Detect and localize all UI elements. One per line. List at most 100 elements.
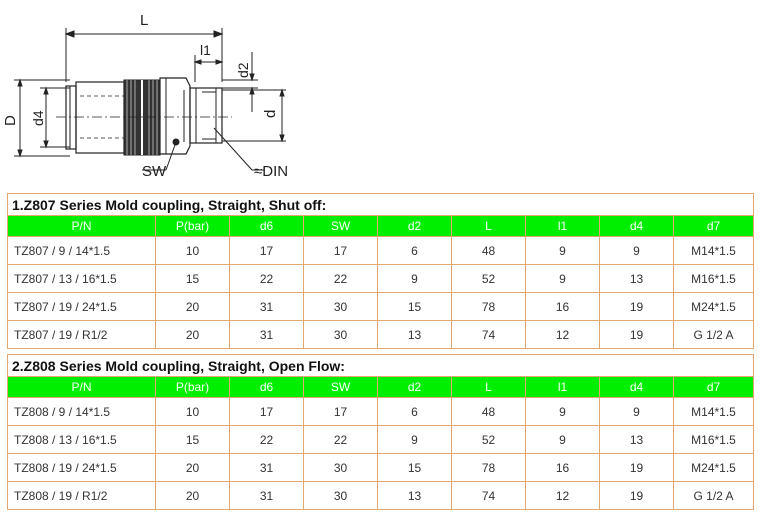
col-header-d2: d2 — [377, 215, 452, 237]
cell-d6: 22 — [229, 425, 304, 454]
cell-pn: TZ808 / 19 / 24*1.5 — [7, 453, 156, 482]
cell-d2: 9 — [377, 425, 452, 454]
dim-L-label: L — [140, 12, 148, 29]
cell-pbar: 20 — [155, 292, 230, 321]
cell-pn: TZ807 / 19 / 24*1.5 — [7, 292, 156, 321]
table-row: TZ808 / 19 / R1/2 20 31 30 13 74 12 19 G… — [7, 481, 755, 510]
cell-d4: 19 — [599, 320, 674, 349]
cell-d6: 31 — [229, 292, 304, 321]
cell-d7: M14*1.5 — [672, 236, 755, 265]
col-header-l1: l1 — [525, 215, 600, 237]
z808-table-title: 2.Z808 Series Mold coupling, Straight, O… — [6, 354, 755, 377]
cell-d4: 19 — [599, 292, 674, 321]
cell-d2: 13 — [377, 320, 452, 349]
col-header-pn: P/N — [7, 215, 156, 237]
z807-table-title: 1.Z807 Series Mold coupling, Straight, S… — [6, 193, 755, 216]
cell-pn: TZ807 / 9 / 14*1.5 — [7, 236, 156, 265]
col-header-sw: SW — [303, 376, 378, 398]
coupling-technical-drawing: L l1 d2 D d4 d SW ≈DIN — [2, 12, 288, 180]
col-header-pn: P/N — [7, 376, 156, 398]
cell-sw: 22 — [303, 425, 378, 454]
table-header-row: P/N P(bar) d6 SW d2 L l1 d4 d7 — [7, 376, 755, 398]
cell-l: 48 — [451, 236, 526, 265]
cell-pbar: 20 — [155, 453, 230, 482]
cell-d7: M16*1.5 — [672, 264, 755, 293]
col-header-pbar: P(bar) — [155, 376, 230, 398]
cell-d7: M24*1.5 — [672, 453, 755, 482]
table-row: TZ808 / 9 / 14*1.5 10 17 17 6 48 9 9 M14… — [7, 397, 755, 426]
cell-d2: 6 — [377, 236, 452, 265]
table-row: TZ807 / 19 / 24*1.5 20 31 30 15 78 16 19… — [7, 292, 755, 321]
table-row: TZ808 / 13 / 16*1.5 15 22 22 9 52 9 13 M… — [7, 425, 755, 454]
cell-l1: 9 — [525, 397, 600, 426]
table-row: TZ807 / 9 / 14*1.5 10 17 17 6 48 9 9 M14… — [7, 236, 755, 265]
cell-sw: 17 — [303, 236, 378, 265]
cell-pn: TZ808 / 13 / 16*1.5 — [7, 425, 156, 454]
table-title-row: 1.Z807 Series Mold coupling, Straight, S… — [6, 193, 755, 216]
dim-DIN-label: ≈DIN — [254, 163, 288, 180]
cell-l: 78 — [451, 453, 526, 482]
cell-d4: 9 — [599, 236, 674, 265]
cell-d2: 15 — [377, 292, 452, 321]
cell-l: 74 — [451, 481, 526, 510]
col-header-l: L — [451, 376, 526, 398]
table-row: TZ808 / 19 / 24*1.5 20 31 30 15 78 16 19… — [7, 453, 755, 482]
col-header-l: L — [451, 215, 526, 237]
cell-d6: 17 — [229, 236, 304, 265]
cell-d2: 15 — [377, 453, 452, 482]
dim-d4-label: d4 — [30, 110, 46, 126]
cell-d6: 31 — [229, 453, 304, 482]
cell-l1: 9 — [525, 264, 600, 293]
cell-pn: TZ808 / 19 / R1/2 — [7, 481, 156, 510]
cell-d6: 31 — [229, 481, 304, 510]
z808-spec-table: 2.Z808 Series Mold coupling, Straight, O… — [6, 354, 755, 510]
cell-d7: G 1/2 A — [672, 320, 755, 349]
cell-d7: M16*1.5 — [672, 425, 755, 454]
z807-spec-table: 1.Z807 Series Mold coupling, Straight, S… — [6, 193, 755, 349]
dim-d-label: d — [262, 110, 279, 118]
cell-sw: 30 — [303, 453, 378, 482]
cell-d6: 17 — [229, 397, 304, 426]
cell-pbar: 10 — [155, 397, 230, 426]
dim-l1-label: l1 — [200, 42, 211, 58]
cell-pbar: 20 — [155, 481, 230, 510]
table-row: TZ807 / 19 / R1/2 20 31 30 13 74 12 19 G… — [7, 320, 755, 349]
cell-sw: 30 — [303, 481, 378, 510]
cell-l1: 12 — [525, 481, 600, 510]
cell-l1: 16 — [525, 292, 600, 321]
cell-d7: M14*1.5 — [672, 397, 755, 426]
col-header-pbar: P(bar) — [155, 215, 230, 237]
cell-pn: TZ807 / 19 / R1/2 — [7, 320, 156, 349]
table-header-row: P/N P(bar) d6 SW d2 L l1 d4 d7 — [7, 215, 755, 237]
dim-SW-label: SW — [142, 163, 167, 180]
cell-d6: 31 — [229, 320, 304, 349]
table-title-row: 2.Z808 Series Mold coupling, Straight, O… — [6, 354, 755, 377]
col-header-d6: d6 — [229, 215, 304, 237]
col-header-d4: d4 — [599, 215, 674, 237]
cell-pbar: 15 — [155, 425, 230, 454]
col-header-d7: d7 — [672, 376, 755, 398]
cell-l: 48 — [451, 397, 526, 426]
cell-d7: M24*1.5 — [672, 292, 755, 321]
cell-pn: TZ807 / 13 / 16*1.5 — [7, 264, 156, 293]
cell-l: 52 — [451, 425, 526, 454]
cell-pn: TZ808 / 9 / 14*1.5 — [7, 397, 156, 426]
col-header-d6: d6 — [229, 376, 304, 398]
col-header-d4: d4 — [599, 376, 674, 398]
cell-pbar: 10 — [155, 236, 230, 265]
cell-sw: 30 — [303, 320, 378, 349]
col-header-sw: SW — [303, 215, 378, 237]
cell-pbar: 15 — [155, 264, 230, 293]
col-header-l1: l1 — [525, 376, 600, 398]
cell-sw: 22 — [303, 264, 378, 293]
cell-l1: 12 — [525, 320, 600, 349]
cell-d4: 13 — [599, 264, 674, 293]
col-header-d7: d7 — [672, 215, 755, 237]
cell-d2: 13 — [377, 481, 452, 510]
cell-l1: 9 — [525, 425, 600, 454]
cell-d4: 13 — [599, 425, 674, 454]
cell-l1: 16 — [525, 453, 600, 482]
table-row: TZ807 / 13 / 16*1.5 15 22 22 9 52 9 13 M… — [7, 264, 755, 293]
cell-d2: 6 — [377, 397, 452, 426]
cell-sw: 17 — [303, 397, 378, 426]
